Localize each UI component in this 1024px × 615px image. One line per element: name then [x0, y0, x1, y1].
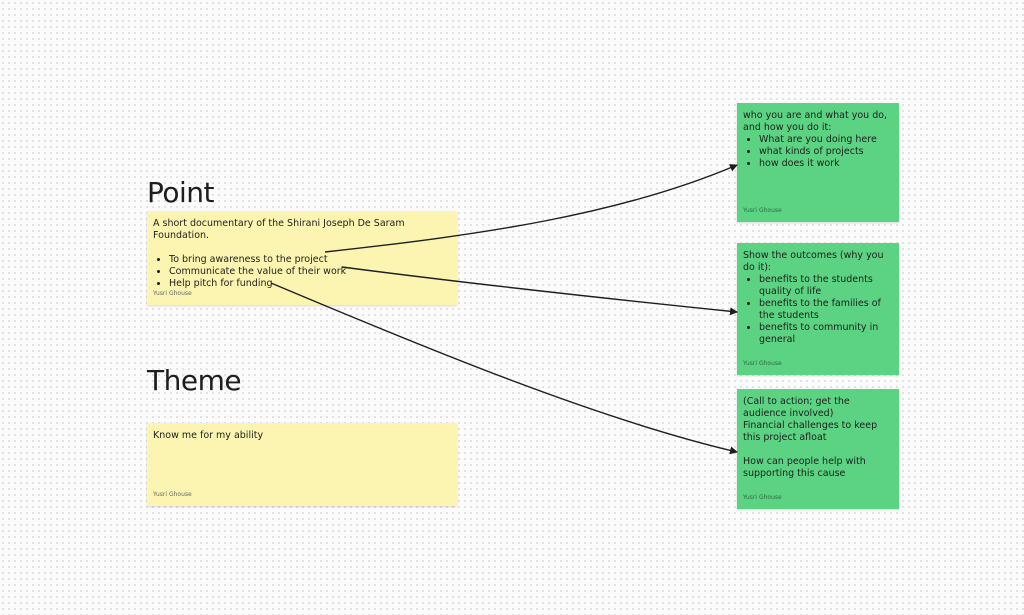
- sticky-note-point[interactable]: A short documentary of the Shirani Josep…: [147, 211, 457, 305]
- sticky-author: Yusri Ghouse: [153, 290, 192, 297]
- sticky-note-theme[interactable]: Know me for my ability Yusri Ghouse: [147, 423, 457, 506]
- bullet-item: To bring awareness to the project: [169, 254, 451, 266]
- connector-arrow[interactable]: [270, 282, 738, 455]
- bullet-item: what kinds of projects: [759, 146, 893, 158]
- section-label-point: Point: [147, 176, 215, 209]
- sticky-text: Financial challenges to keep this projec…: [743, 420, 878, 443]
- sticky-note-outcomes[interactable]: Show the outcomes (why you do it): benef…: [737, 243, 899, 375]
- sticky-text: How can people help with supporting this…: [743, 456, 866, 479]
- section-label-theme: Theme: [147, 364, 242, 397]
- sticky-text: Know me for my ability: [153, 430, 264, 441]
- bullet-item: Help pitch for funding: [169, 278, 451, 290]
- bullet-item: Communicate the value of their work: [169, 266, 451, 278]
- sticky-text: A short documentary of the Shirani Josep…: [153, 218, 405, 241]
- bullet-item: benefits to the students quality of life: [759, 274, 893, 298]
- sticky-author: Yusri Ghouse: [743, 207, 782, 214]
- bullet-item: how does it work: [759, 158, 893, 170]
- bullet-item: benefits to the families of the students: [759, 298, 893, 322]
- sticky-text: who you are and what you do, and how you…: [743, 110, 888, 133]
- sticky-author: Yusri Ghouse: [743, 494, 782, 501]
- connector-arrow[interactable]: [324, 164, 738, 253]
- sticky-author: Yusri Ghouse: [153, 491, 192, 498]
- sticky-note-who[interactable]: who you are and what you do, and how you…: [737, 103, 899, 222]
- sticky-text: Show the outcomes (why you do it):: [743, 250, 884, 273]
- sticky-note-call-to-action[interactable]: (Call to action; get the audience involv…: [737, 389, 899, 509]
- bullet-item: benefits to community in general: [759, 322, 893, 346]
- bullet-item: What are you doing here: [759, 134, 893, 146]
- sticky-text: (Call to action; get the audience involv…: [743, 396, 850, 419]
- connector-arrow[interactable]: [341, 266, 738, 316]
- sticky-author: Yusri Ghouse: [743, 360, 782, 367]
